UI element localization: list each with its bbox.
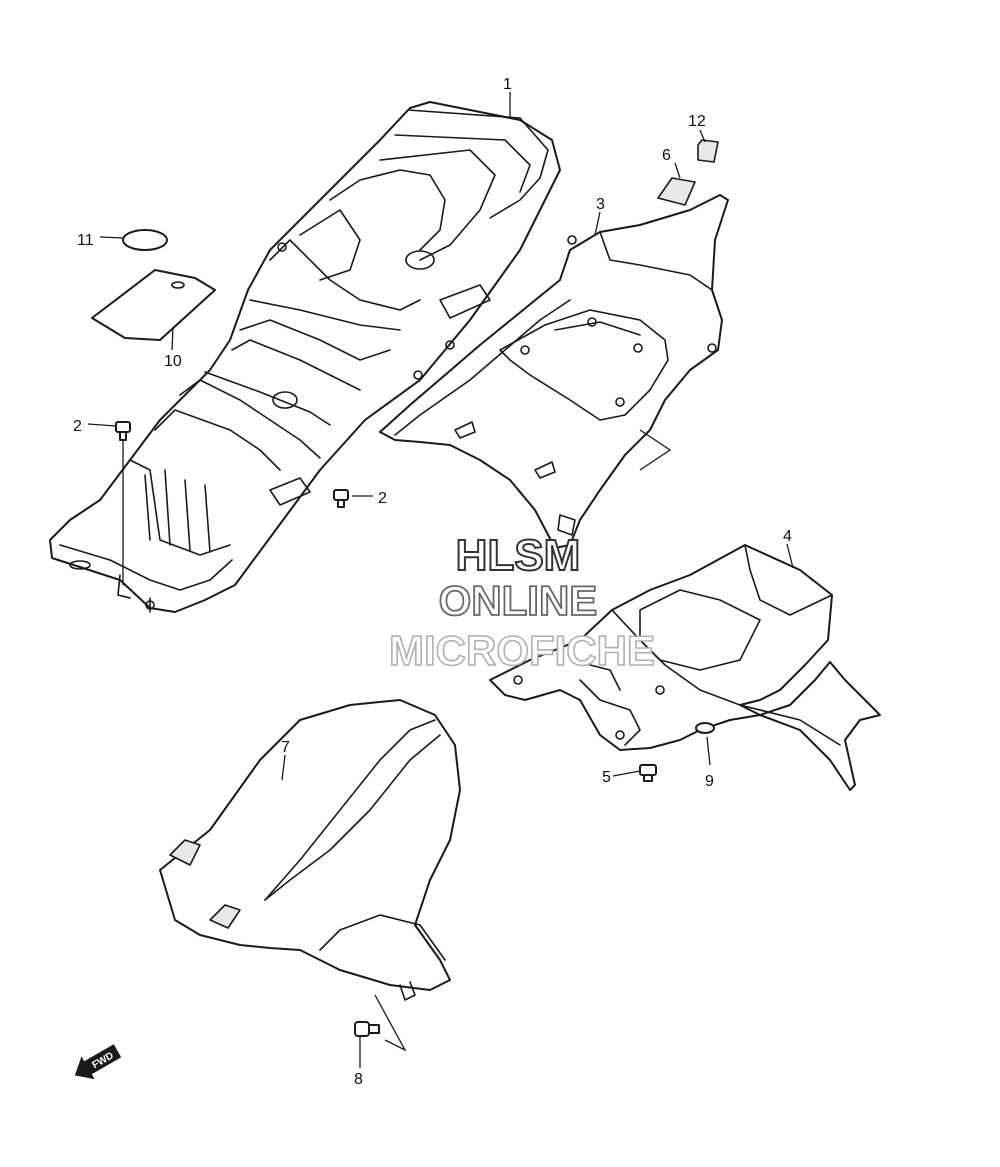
band-11[interactable]: [122, 229, 168, 251]
bolt-5[interactable]: [639, 764, 657, 782]
bolt-2b[interactable]: [333, 489, 349, 508]
callout-2a: 2: [73, 418, 82, 435]
rear-hugger-fender[interactable]: [489, 544, 881, 791]
callout-2b: 2: [378, 490, 387, 507]
watermark-line-1: HLSM: [456, 531, 581, 580]
fwd-label: FWD: [90, 1050, 115, 1071]
callout-9: 9: [705, 773, 714, 790]
rear-fender-undertray[interactable]: [49, 101, 561, 613]
front-fender[interactable]: [159, 699, 461, 1052]
forward-arrow-icon: FWD: [74, 1044, 122, 1080]
inner-fender-panel[interactable]: [379, 194, 729, 549]
pad-6[interactable]: [657, 177, 696, 206]
callout-8: 8: [354, 1071, 363, 1088]
callout-7: 7: [281, 739, 290, 756]
callout-12: 12: [688, 113, 706, 130]
callout-6: 6: [662, 147, 671, 164]
callout-10: 10: [164, 353, 182, 370]
bolt-2a[interactable]: [115, 421, 131, 585]
callout-4: 4: [783, 528, 792, 545]
nut-9[interactable]: [695, 722, 715, 734]
watermark-line-2: ONLINE: [439, 577, 598, 624]
bolt-8[interactable]: [354, 1021, 380, 1037]
watermark: HLSM ONLINE MICROFICHE: [388, 530, 656, 675]
pad-12[interactable]: [697, 139, 719, 163]
callout-3: 3: [596, 196, 605, 213]
callout-1: 1: [503, 76, 512, 93]
callout-11: 11: [77, 232, 94, 249]
callout-5: 5: [602, 769, 611, 786]
pad-10[interactable]: [91, 269, 216, 341]
watermark-line-3: MICROFICHE: [389, 627, 655, 674]
